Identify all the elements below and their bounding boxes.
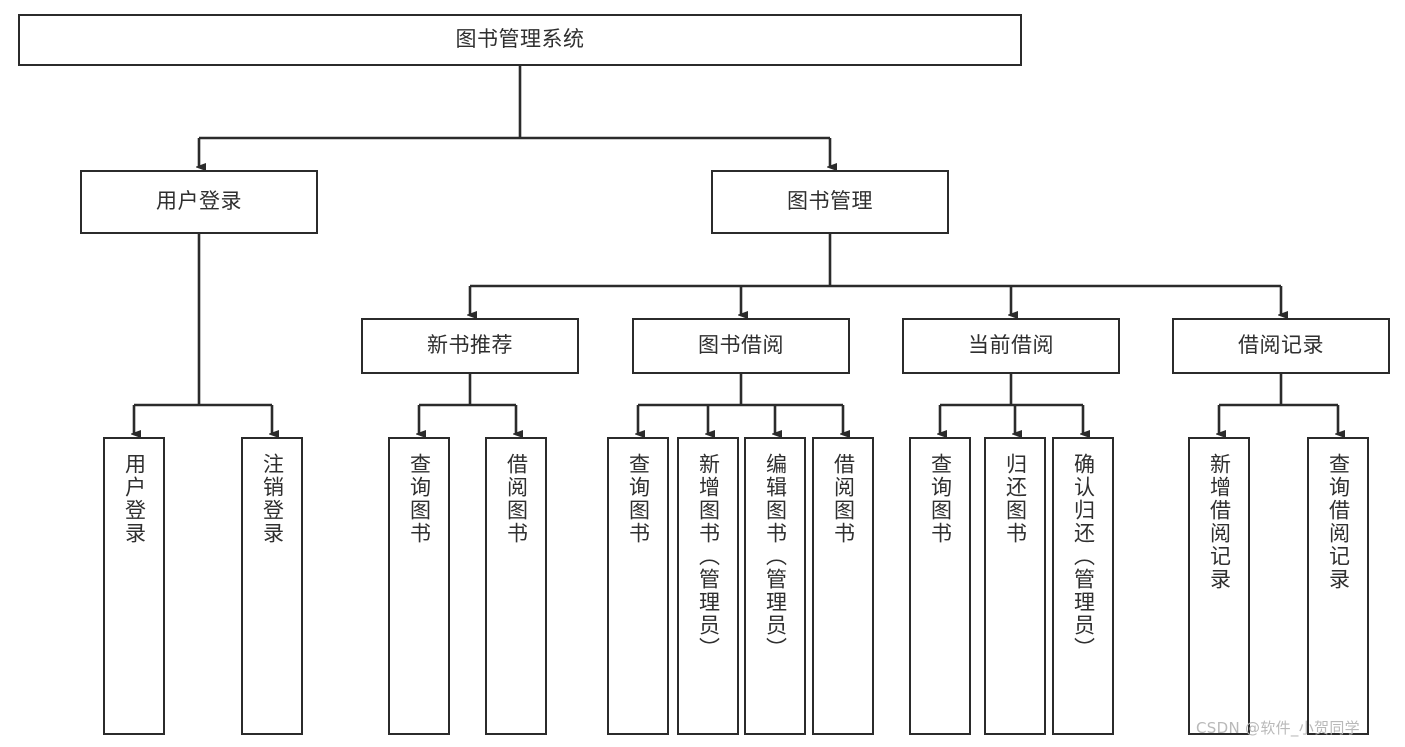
node-label: 图书管理 <box>787 189 873 214</box>
node-label: 用户登录 <box>122 453 147 545</box>
node-label: 借阅图书 <box>504 453 529 545</box>
node-label: 新增借阅记录 <box>1207 453 1232 591</box>
node-label: 图书管理系统 <box>455 27 585 52</box>
node-book-borrow[interactable]: 图书借阅 <box>632 318 850 374</box>
node-leaf-add-book[interactable]: 新增图书（管理员） <box>677 437 739 735</box>
node-label: 查询图书 <box>626 453 651 545</box>
node-label: 图书借阅 <box>698 333 784 358</box>
node-label: 查询图书 <box>928 453 953 545</box>
node-leaf-borrow-book-2[interactable]: 借阅图书 <box>812 437 874 735</box>
node-label: 新增图书（管理员） <box>696 453 721 660</box>
node-leaf-query-book-3[interactable]: 查询图书 <box>909 437 971 735</box>
node-new-book-recommend[interactable]: 新书推荐 <box>361 318 579 374</box>
node-leaf-add-record[interactable]: 新增借阅记录 <box>1188 437 1250 735</box>
node-root[interactable]: 图书管理系统 <box>18 14 1022 66</box>
node-book-manage[interactable]: 图书管理 <box>711 170 949 234</box>
node-leaf-confirm-return[interactable]: 确认归还（管理员） <box>1052 437 1114 735</box>
csdn-watermark: CSDN @软件_小贺同学 <box>1196 719 1360 737</box>
node-leaf-borrow-book-1[interactable]: 借阅图书 <box>485 437 547 735</box>
node-label: 查询图书 <box>407 453 432 545</box>
node-label: 借阅记录 <box>1238 333 1324 358</box>
node-label: 注销登录 <box>260 453 285 545</box>
node-current-borrow[interactable]: 当前借阅 <box>902 318 1120 374</box>
node-leaf-query-book-1[interactable]: 查询图书 <box>388 437 450 735</box>
node-borrow-record[interactable]: 借阅记录 <box>1172 318 1390 374</box>
node-label: 借阅图书 <box>831 453 856 545</box>
node-leaf-user-login[interactable]: 用户登录 <box>103 437 165 735</box>
node-leaf-query-book-2[interactable]: 查询图书 <box>607 437 669 735</box>
node-label: 确认归还（管理员） <box>1071 453 1096 660</box>
node-label: 编辑图书（管理员） <box>763 453 788 660</box>
node-label: 查询借阅记录 <box>1326 453 1351 591</box>
node-label: 归还图书 <box>1003 453 1028 545</box>
node-label: 当前借阅 <box>968 333 1054 358</box>
node-leaf-query-record[interactable]: 查询借阅记录 <box>1307 437 1369 735</box>
node-leaf-user-logout[interactable]: 注销登录 <box>241 437 303 735</box>
node-label: 用户登录 <box>156 189 242 214</box>
node-leaf-return-book[interactable]: 归还图书 <box>984 437 1046 735</box>
node-user-login[interactable]: 用户登录 <box>80 170 318 234</box>
node-leaf-edit-book[interactable]: 编辑图书（管理员） <box>744 437 806 735</box>
node-label: 新书推荐 <box>427 333 513 358</box>
